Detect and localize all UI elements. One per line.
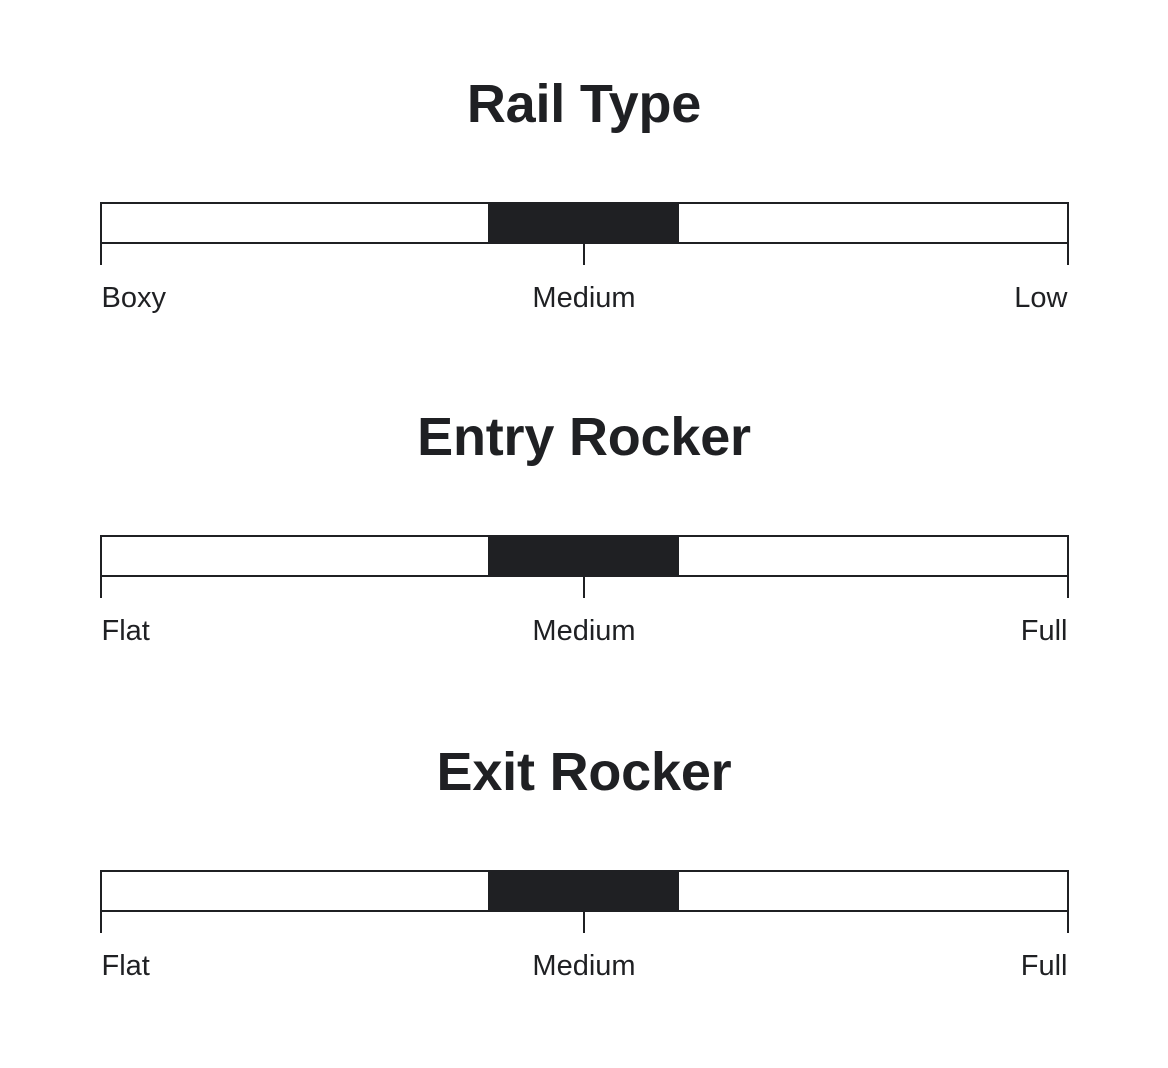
scale-label-mid: Medium — [532, 281, 636, 314]
scale-label-mid: Medium — [532, 949, 636, 982]
scale-label-start: Flat — [101, 614, 150, 647]
tick-start — [99, 243, 102, 265]
rating-scale-exit-rocker[interactable]: Flat Medium Full — [99, 869, 1069, 989]
title-spacer — [0, 844, 1168, 870]
scale-track[interactable] — [99, 869, 1069, 912]
tick-mid — [583, 243, 585, 265]
scale-fill — [488, 871, 679, 910]
rating-scale-rail-type[interactable]: Boxy Medium Low — [99, 201, 1069, 321]
scale-label-end: Full — [1020, 949, 1068, 982]
tick-end — [1066, 911, 1069, 933]
scale-label-end: Low — [1014, 281, 1068, 314]
tick-end — [1066, 576, 1069, 598]
group-title: Exit Rocker — [436, 741, 732, 802]
scale-fill — [488, 203, 679, 242]
scale-label-mid: Medium — [532, 614, 636, 647]
tick-start — [99, 576, 102, 598]
title-spacer — [0, 509, 1168, 535]
scale-labels: Boxy Medium Low — [100, 281, 1069, 321]
scale-label-start: Flat — [101, 949, 150, 982]
scale-fill — [488, 536, 679, 575]
tick-mid — [583, 576, 585, 598]
scale-track[interactable] — [99, 534, 1069, 577]
tick-mid — [583, 911, 585, 933]
scale-label-start: Boxy — [101, 281, 166, 314]
group-title: Rail Type — [466, 73, 702, 134]
scale-labels: Flat Medium Full — [100, 949, 1069, 989]
spec-group-exit-rocker: Exit Rocker Flat Medium Full — [0, 700, 1168, 989]
tick-end — [1066, 243, 1069, 265]
title-spacer — [0, 176, 1168, 202]
tick-start — [99, 911, 102, 933]
scale-ticks — [99, 911, 1069, 933]
scale-labels: Flat Medium Full — [100, 614, 1069, 654]
spec-group-rail-type: Rail Type Boxy Medium Low — [0, 32, 1168, 321]
scale-ticks — [99, 243, 1069, 265]
spec-group-entry-rocker: Entry Rocker Flat Medium Full — [0, 365, 1168, 654]
group-title: Entry Rocker — [417, 406, 751, 467]
scale-label-end: Full — [1020, 614, 1068, 647]
rating-scale-entry-rocker[interactable]: Flat Medium Full — [99, 534, 1069, 654]
scale-track[interactable] — [99, 201, 1069, 244]
scale-ticks — [99, 576, 1069, 598]
